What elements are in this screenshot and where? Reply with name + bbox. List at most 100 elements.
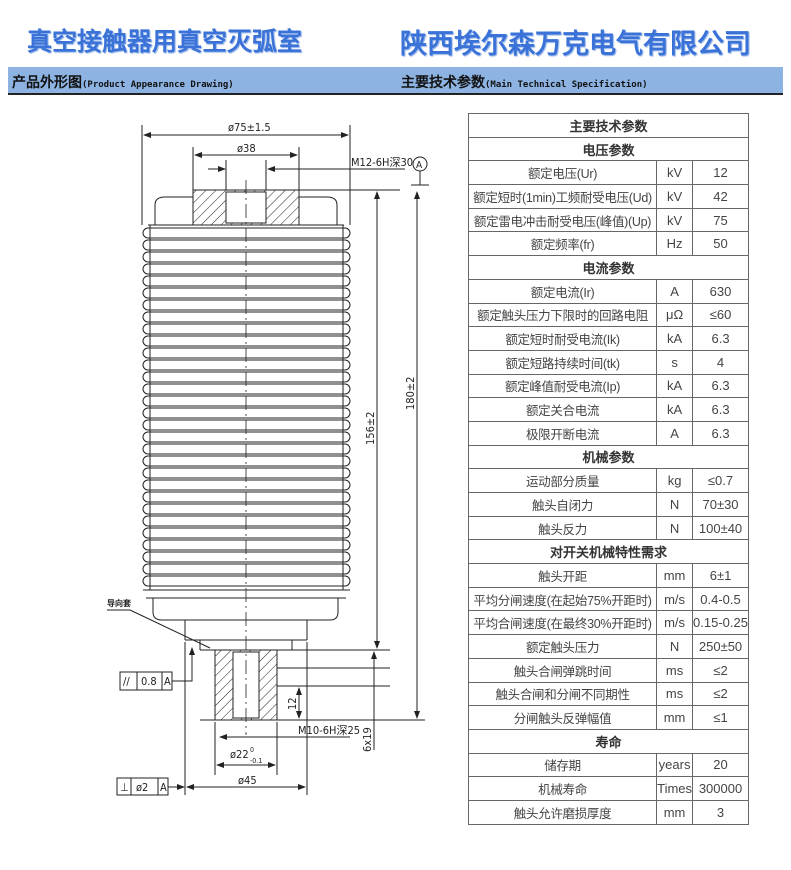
perpendicularity-symbol: ⊥ <box>120 781 129 794</box>
param-name: 额定关合电流 <box>467 397 658 422</box>
dim-height-180: 180±2 <box>404 377 417 410</box>
rib <box>142 395 351 407</box>
rib <box>142 407 351 419</box>
param-name: 极限开断电流 <box>467 420 658 446</box>
param-name: 触头反力 <box>467 515 658 541</box>
param-value: 4 <box>692 349 749 375</box>
param-name: 额定短路持续时间(tk) <box>467 349 658 375</box>
param-name: 平均合闸速度(在最终30%开距时) <box>467 610 658 636</box>
param-unit: A <box>656 278 694 304</box>
group-header-row: 电流参数 <box>468 255 749 280</box>
group-header: 电压参数 <box>468 136 749 162</box>
param-unit: ms <box>656 681 694 707</box>
param-unit: A <box>656 420 694 446</box>
product-drawing: ø75±1.5 ø38 M12-6H深30 A 156±2 180±2 6x19… <box>107 121 429 796</box>
group-header: 机械参数 <box>468 444 749 470</box>
param-unit: kA <box>656 373 694 399</box>
param-value: 6.3 <box>692 326 749 351</box>
dim-stud-diameter: ø22 <box>230 748 249 761</box>
param-name: 额定频率(fr) <box>467 231 658 257</box>
rib <box>142 419 351 431</box>
param-unit: N <box>656 515 694 541</box>
rib <box>142 563 351 575</box>
param-unit: N <box>656 634 694 659</box>
rib <box>142 323 351 335</box>
param-unit: kg <box>656 468 694 493</box>
dim-flange-diameter: ø45 <box>238 774 257 787</box>
section-band: 产品外形图(Product Appearance Drawing) 主要技术参数… <box>8 67 783 95</box>
param-unit: Times <box>656 776 694 801</box>
rib <box>142 575 351 587</box>
rib <box>142 479 351 491</box>
param-name: 平均分闸速度(在起始75%开距时) <box>467 586 658 612</box>
param-name: 分闸触头反弹幅值 <box>467 705 658 730</box>
param-unit: kV <box>656 184 694 209</box>
rib <box>142 539 351 551</box>
dim-6x19: 6x19 <box>361 727 374 752</box>
param-unit: years <box>656 752 694 778</box>
param-unit: ms <box>656 657 694 683</box>
param-name: 额定峰值耐受电流(Ip) <box>467 373 658 399</box>
dim-outer-diameter: ø75±1.5 <box>228 121 271 134</box>
param-value: 3 <box>692 799 749 825</box>
dim-m10-thread: M10-6H深25 <box>298 724 360 737</box>
param-value: ≤2 <box>692 657 749 683</box>
param-unit: m/s <box>656 586 694 612</box>
param-unit: Hz <box>656 231 694 257</box>
datum-a-label: A <box>416 160 423 171</box>
rib <box>142 551 351 563</box>
dim-stud-tol-upper: 0 <box>250 746 254 754</box>
param-unit: kA <box>656 326 694 351</box>
param-value: 6.3 <box>692 373 749 399</box>
rib <box>142 383 351 395</box>
table-title-row: 主要技术参数 <box>468 113 749 138</box>
rib <box>142 431 351 443</box>
dim-m12-thread: M12-6H深30 <box>351 156 413 169</box>
param-name: 额定雷电冲击耐受电压(峰值)(Up) <box>467 207 658 233</box>
param-unit: N <box>656 492 694 517</box>
param-value: 75 <box>692 207 749 233</box>
param-value: 12 <box>692 160 749 186</box>
rib <box>142 503 351 515</box>
param-name: 额定触头压力下限时的回路电阻 <box>467 302 658 328</box>
guide-sleeve-label: 导向套 <box>107 598 132 608</box>
rib <box>142 275 351 287</box>
rib <box>142 239 351 251</box>
dim-12: 12 <box>286 697 299 710</box>
param-value: ≤2 <box>692 681 749 707</box>
rib <box>142 515 351 527</box>
group-header-row: 机械参数 <box>468 444 749 470</box>
group-header-row: 电压参数 <box>468 136 749 162</box>
product-title: 真空接触器用真空灭弧室 <box>27 27 303 56</box>
parallelism-symbol: // <box>123 675 130 688</box>
param-unit: mm <box>656 799 694 825</box>
group-header: 对开关机械特性需求 <box>468 539 749 565</box>
rib <box>142 227 351 239</box>
param-name: 运动部分质量 <box>467 468 658 493</box>
param-name: 触头开距 <box>467 563 658 588</box>
param-unit: s <box>656 349 694 375</box>
dim-cap-diameter: ø38 <box>237 142 256 155</box>
group-header: 电流参数 <box>468 255 749 280</box>
param-value: ≤1 <box>692 705 749 730</box>
param-value: 6±1 <box>692 563 749 588</box>
rib <box>142 371 351 383</box>
param-name: 额定触头压力 <box>467 634 658 659</box>
param-value: 20 <box>692 752 749 778</box>
